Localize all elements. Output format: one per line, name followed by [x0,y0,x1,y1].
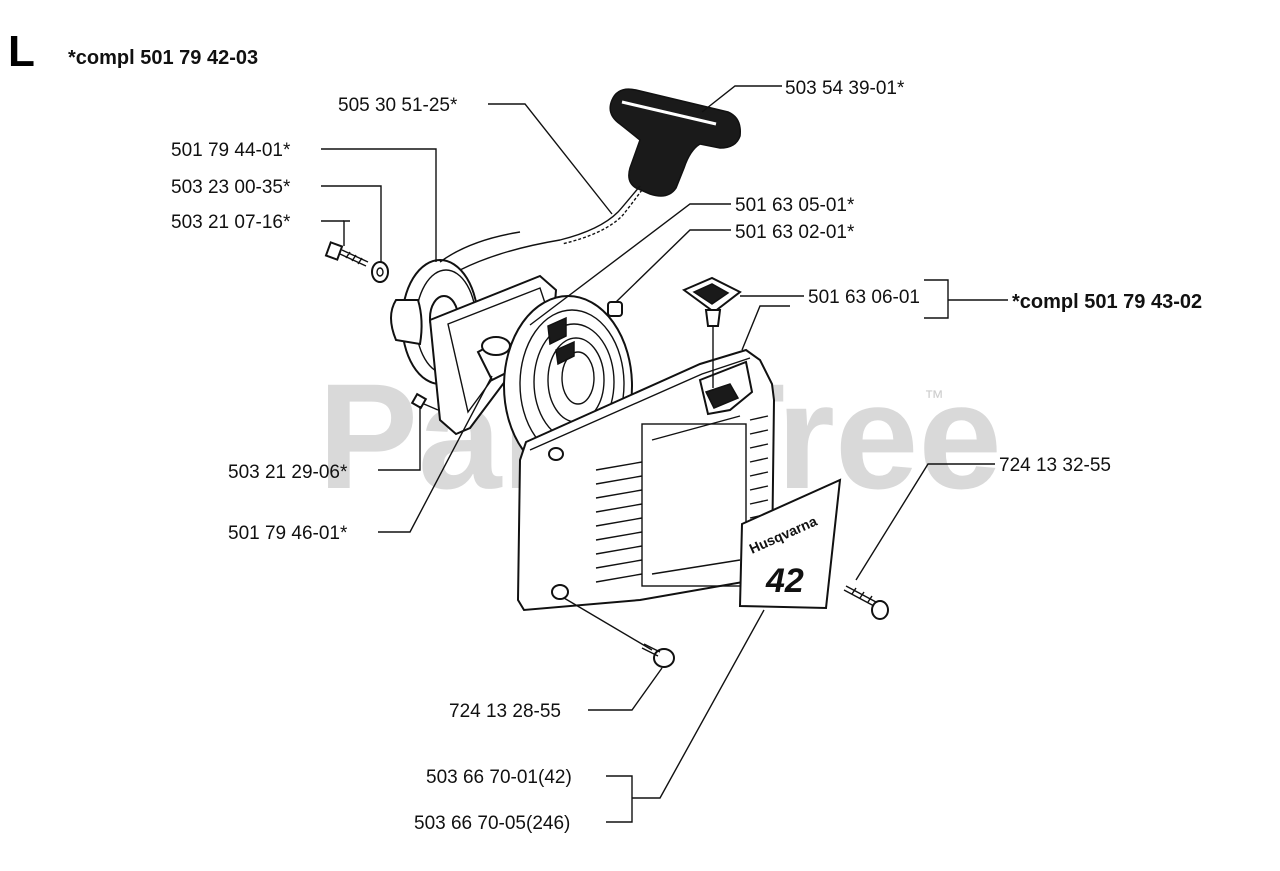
part-label-spring-cassette: 501 63 05-01* [735,195,855,216]
cover-screw-drawing [641,643,675,668]
assembly-label: *compl 501 79 42-03 [68,47,258,69]
starter-handle-drawing [459,88,741,271]
decal-drawing: Husqvarna 42 [738,478,842,610]
section-letter: L [8,27,35,76]
part-label-pawl-pin: 501 63 02-01* [735,222,855,243]
sub-assembly-label: *compl 501 79 43-02 [1012,291,1202,313]
part-label-rope: 505 30 51-25* [338,95,458,116]
pawl-pin-drawing [607,301,623,317]
part-label-small-screw: 503 21 29-06* [228,462,348,483]
part-label-cover-screw: 724 13 28-55 [449,701,561,722]
center-screw-drawing [324,241,389,283]
part-label-handle: 503 54 39-01* [785,78,905,99]
part-label-decal-screw: 724 13 32-55 [999,455,1111,476]
rope-guide-drawing [681,276,742,327]
part-label-center-screw: 503 21 07-16* [171,212,291,233]
part-label-bushing: 501 79 46-01* [228,523,348,544]
leader-lines [321,85,1008,823]
part-label-washer: 503 23 00-35* [171,177,291,198]
part-label-pulley: 501 79 44-01* [171,140,291,161]
part-label-decal-246: 503 66 70-05(246) [414,813,570,834]
small-screw-drawing [410,392,439,411]
part-label-decal-42: 503 66 70-01(42) [426,767,572,788]
part-label-rope-guide: 501 63 06-01 [808,287,920,308]
decal-model: 42 [765,562,804,600]
watermark-trademark: ™ [924,387,944,409]
decal-screw-drawing [843,585,889,620]
starter-cover-drawing [516,348,776,612]
